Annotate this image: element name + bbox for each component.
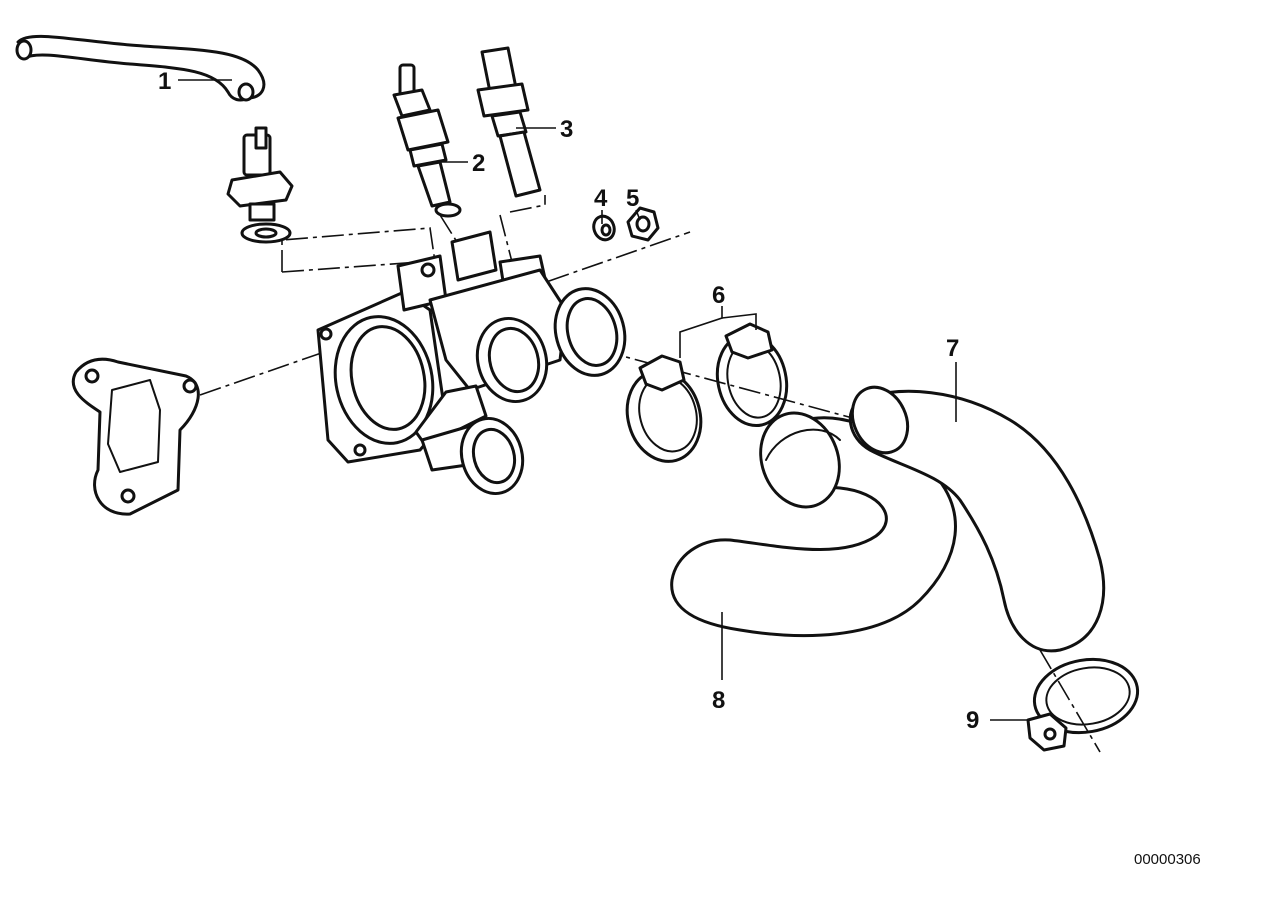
part-1-hose (15, 34, 266, 102)
callout-8: 8 (712, 687, 725, 714)
callout-3: 3 (560, 116, 573, 143)
callout-2: 2 (472, 150, 485, 177)
assembly-axes (199, 195, 1101, 753)
callouts: 1 2 3 4 5 6 7 8 9 (158, 68, 979, 734)
callout-4: 4 (594, 185, 608, 212)
part-9-hose-clamp (1026, 657, 1140, 752)
part-3-sensor (476, 46, 542, 198)
part-7-hose (848, 385, 1106, 653)
part-5-nut (626, 206, 660, 242)
thermostat-housing (316, 230, 627, 496)
callout-6: 6 (712, 282, 725, 309)
leader-lines (178, 79, 1030, 721)
part-2-sensor (392, 63, 462, 218)
gasket (71, 357, 200, 516)
callout-9: 9 (966, 707, 979, 734)
temperature-switch (226, 126, 294, 244)
callout-5: 5 (626, 185, 639, 212)
callout-1: 1 (158, 68, 171, 95)
callout-7: 7 (946, 335, 959, 362)
reference-number: 00000306 (1134, 851, 1201, 868)
part-6-hose-clamps (625, 322, 789, 463)
part-4-washer (592, 214, 616, 242)
part-8-hose (670, 411, 957, 638)
